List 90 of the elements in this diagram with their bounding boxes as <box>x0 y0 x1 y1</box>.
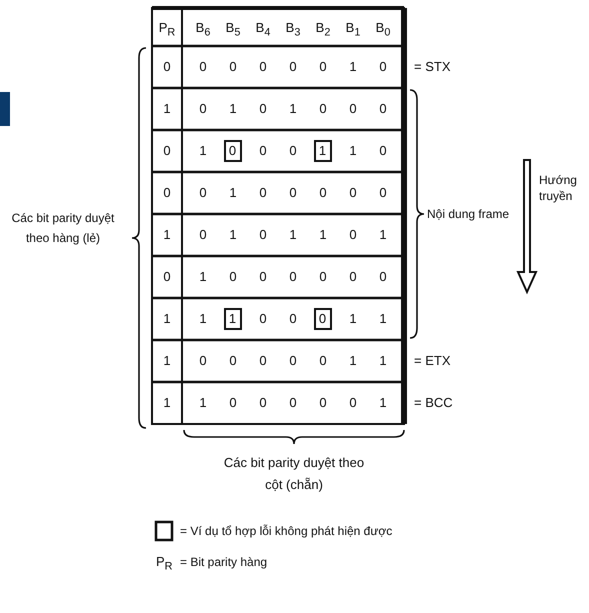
bit-value: 1 <box>198 395 208 411</box>
column-header: B$_{6}$ <box>194 20 212 41</box>
bit-value: 0 <box>198 185 208 201</box>
legend-text: = Bit parity hàng <box>180 554 268 570</box>
column-header: P$_{R}$ <box>158 20 176 41</box>
bit-value: 1 <box>348 353 358 369</box>
bit-value: 0 <box>348 185 358 201</box>
column-header: B$_{0}$ <box>374 20 392 41</box>
bit-value: 1 <box>162 101 172 117</box>
brace-label: Các bit parity duyệt theo cột (chẵn) <box>222 454 366 494</box>
bit-value: 0 <box>258 311 268 327</box>
highlighted-bit: 1 <box>314 140 332 162</box>
parity-symbol: P$_{R}$ <box>156 554 172 575</box>
bit-value: 1 <box>162 227 172 243</box>
bit-value: 0 <box>378 59 388 75</box>
bit-value: 0 <box>258 101 268 117</box>
bit-value: 0 <box>288 311 298 327</box>
bit-value: 0 <box>198 101 208 117</box>
bit-value: 1 <box>378 311 388 327</box>
bit-value: 1 <box>162 395 172 411</box>
bit-value: 0 <box>198 227 208 243</box>
bit-value: 1 <box>162 311 172 327</box>
bit-value: 1 <box>228 227 238 243</box>
bit-value: 0 <box>318 59 328 75</box>
bit-value: 0 <box>258 185 268 201</box>
bit-value: 1 <box>198 143 208 159</box>
bit-value: 0 <box>348 395 358 411</box>
bit-value: 1 <box>288 101 298 117</box>
column-header: B$_{1}$ <box>344 20 362 41</box>
bit-value: 1 <box>228 185 238 201</box>
bit-value: 1 <box>348 143 358 159</box>
bit-value: 0 <box>228 269 238 285</box>
bit-value: 0 <box>318 353 328 369</box>
bit-value: 0 <box>228 353 238 369</box>
bit-value: 0 <box>162 185 172 201</box>
bit-value: 1 <box>378 227 388 243</box>
bit-value: 1 <box>348 311 358 327</box>
column-header: B$_{4}$ <box>254 20 272 41</box>
bit-value: 0 <box>258 59 268 75</box>
bit-value: 0 <box>288 59 298 75</box>
bit-value: 0 <box>378 269 388 285</box>
row-note: = ETX <box>414 353 450 369</box>
bit-value: 0 <box>258 269 268 285</box>
brace-label: Nội dung frame <box>427 206 510 222</box>
bit-value: 0 <box>288 353 298 369</box>
bit-value: 1 <box>318 227 328 243</box>
bit-value: 0 <box>288 143 298 159</box>
bit-value: 0 <box>258 227 268 243</box>
brace-label: Các bit parity duyệt theo hàng (lẻ) <box>10 210 116 247</box>
bit-value: 0 <box>258 395 268 411</box>
bit-value: 0 <box>318 185 328 201</box>
row-note: = STX <box>414 59 450 75</box>
column-header: B$_{5}$ <box>224 20 242 41</box>
bit-value: 0 <box>348 101 358 117</box>
bit-value: 1 <box>228 101 238 117</box>
bit-value: 0 <box>228 59 238 75</box>
highlighted-bit: 0 <box>224 140 242 162</box>
bit-value: 0 <box>258 143 268 159</box>
bit-value: 0 <box>228 395 238 411</box>
bit-value: 0 <box>288 269 298 285</box>
column-header: B$_{3}$ <box>284 20 302 41</box>
bit-value: 0 <box>288 185 298 201</box>
arrow-label: Hướng truyền <box>539 172 578 204</box>
bit-value: 0 <box>348 269 358 285</box>
bit-value: 0 <box>198 59 208 75</box>
bit-value: 0 <box>318 101 328 117</box>
row-note: = BCC <box>414 395 453 411</box>
bit-value: 0 <box>318 395 328 411</box>
bit-value: 1 <box>348 59 358 75</box>
bit-value: 0 <box>378 185 388 201</box>
column-header: B$_{2}$ <box>314 20 332 41</box>
bit-value: 0 <box>198 353 208 369</box>
highlighted-bit: 1 <box>224 308 242 330</box>
bit-value: 0 <box>162 143 172 159</box>
bit-value: 0 <box>318 269 328 285</box>
bit-value: 1 <box>198 269 208 285</box>
bit-value: 1 <box>378 395 388 411</box>
bit-value: 0 <box>378 101 388 117</box>
bit-value: 1 <box>198 311 208 327</box>
bit-value: 0 <box>288 395 298 411</box>
bit-value: 0 <box>162 269 172 285</box>
legend-text: = Ví dụ tổ hợp lỗi không phát hiện được <box>180 523 392 539</box>
bit-value: 0 <box>162 59 172 75</box>
bit-value: 0 <box>258 353 268 369</box>
bit-value: 0 <box>378 143 388 159</box>
bit-value: 1 <box>288 227 298 243</box>
bit-value: 1 <box>378 353 388 369</box>
highlighted-bit: 0 <box>314 308 332 330</box>
bit-value: 0 <box>348 227 358 243</box>
bit-value: 1 <box>162 353 172 369</box>
